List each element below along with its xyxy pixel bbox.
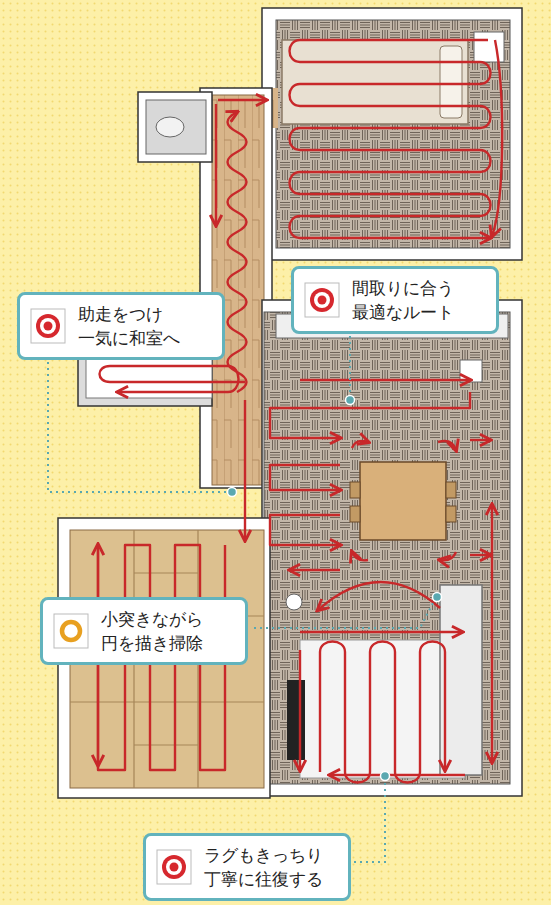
callout-text: 間取りに合う 最適なルート <box>352 276 482 324</box>
hallway <box>138 88 272 488</box>
callout-box: 小突きながら 円を描き掃除 <box>40 597 248 665</box>
target-icon <box>304 282 340 318</box>
leader-line <box>48 330 434 862</box>
callout-box: 間取りに合う 最適なルート <box>291 266 499 334</box>
leader-dot <box>228 396 442 781</box>
callout-text: 助走をつけ 一気に和室へ <box>78 302 208 350</box>
living-dining-kitchen <box>262 300 522 796</box>
callout-text: 小突きながら 円を描き掃除 <box>101 607 231 655</box>
callout-box: 助走をつけ 一気に和室へ <box>17 292 225 360</box>
callout-text: ラグもきっちり 丁寧に往復する <box>204 843 334 891</box>
callout-box: ラグもきっちり 丁寧に往復する <box>143 833 351 901</box>
bedroom <box>262 8 522 260</box>
target-icon <box>30 308 66 344</box>
ring-icon <box>53 613 89 649</box>
cleaning-route <box>98 40 502 783</box>
target-icon <box>156 849 192 885</box>
